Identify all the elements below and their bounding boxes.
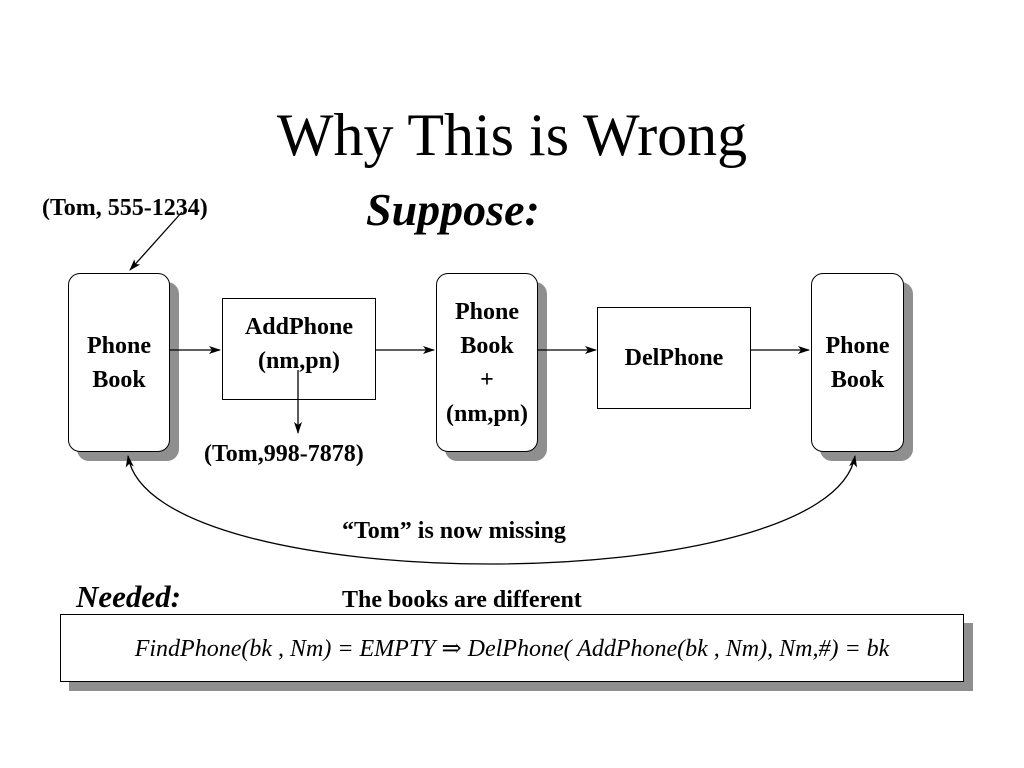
phone-book-result: Phone Book <box>811 273 904 452</box>
add-phone-line-2: (nm,pn) <box>257 348 340 374</box>
phone-book-added: Phone Book + (nm,pn) <box>436 273 538 452</box>
slide-title: Why This is Wrong <box>276 102 748 168</box>
phone-book-added-line-2: Book <box>460 332 514 359</box>
phone-book-initial-line-2: Book <box>92 366 146 393</box>
arrow-input-to-phonebook <box>129 211 183 271</box>
comparison-curve <box>125 455 858 565</box>
formula-text: FindPhone(bk , Nm) = EMPTY ⇒ DelPhone( A… <box>134 635 890 662</box>
needed-heading: Needed: <box>76 579 181 614</box>
phone-book-initial: Phone Book <box>68 273 170 452</box>
del-phone-label: DelPhone <box>624 345 724 371</box>
input-tom-555: (Tom, 555-1234) <box>42 195 208 221</box>
suppose-heading: Suppose: <box>366 184 540 235</box>
phone-book-added-line-3: + <box>480 366 494 393</box>
del-phone-box: DelPhone <box>597 307 751 409</box>
phone-book-initial-line-1: Phone <box>86 332 151 359</box>
phone-book-added-line-4: (nm,pn) <box>445 400 529 427</box>
different-note: The books are different <box>342 587 582 613</box>
phone-book-result-line-1: Phone <box>825 332 890 359</box>
add-phone-box: AddPhone (nm,pn) <box>222 298 376 400</box>
phone-book-added-line-1: Phone <box>454 298 519 325</box>
add-phone-line-1: AddPhone <box>244 314 354 340</box>
formula-box: FindPhone(bk , Nm) = EMPTY ⇒ DelPhone( A… <box>60 614 964 682</box>
missing-note: “Tom” is now missing <box>342 518 566 544</box>
phone-book-result-line-2: Book <box>830 366 885 393</box>
